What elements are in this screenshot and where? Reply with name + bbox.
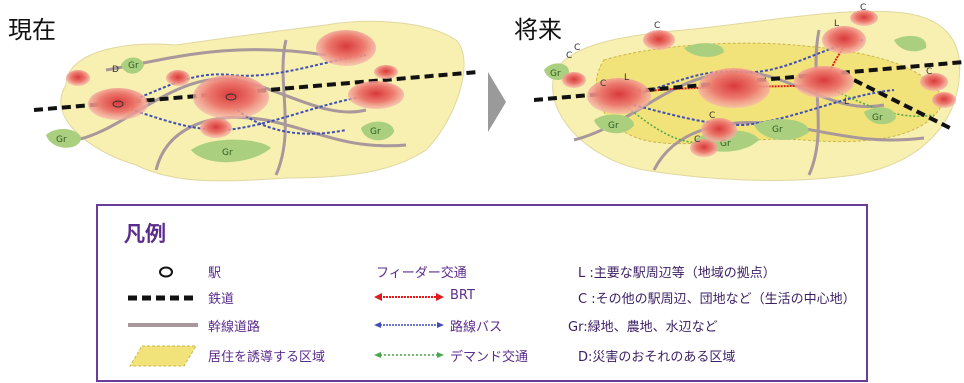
svg-text:Gr: Gr	[772, 125, 783, 135]
hub-area	[698, 68, 770, 108]
hub-label: L	[844, 97, 849, 107]
route-bus-line	[613, 89, 895, 127]
svg-text:Gr: Gr	[370, 127, 381, 137]
railway	[853, 78, 955, 132]
railway-icon	[128, 295, 198, 301]
green-area: Gr	[544, 63, 569, 81]
green-area: Gr	[594, 114, 634, 134]
svg-text:Gr: Gr	[56, 135, 67, 145]
green-area-label: Gr	[128, 61, 139, 71]
hub-area	[690, 139, 718, 157]
disaster-area-label: D	[112, 65, 119, 75]
trunk-road-icon	[128, 323, 198, 327]
center-label: C	[709, 111, 715, 121]
center-label: C	[860, 3, 866, 13]
legend-station-label: 駅	[208, 266, 222, 281]
hub-area	[822, 26, 866, 54]
current-map: Gr D Gr Gr Gr	[33, 20, 478, 182]
hub-label: L	[624, 73, 629, 83]
route-bus-line	[613, 39, 865, 101]
hub-area	[200, 118, 232, 138]
route-bus-arrow-icon	[374, 322, 444, 328]
trunk-road	[807, 29, 821, 176]
legend-trunk-road-label: 幹線道路	[208, 320, 261, 335]
legend-demand-label: デマンド交通	[450, 350, 529, 365]
hub-area	[587, 78, 651, 114]
hub-area	[701, 118, 737, 142]
demand-line	[833, 89, 935, 118]
legend-brt-label: BRT	[450, 288, 475, 303]
hub-area	[850, 10, 878, 26]
station-icon	[159, 266, 173, 278]
center-label: C	[574, 43, 580, 53]
legend-railway-label: 鉄道	[208, 292, 235, 307]
legend-route-bus-label: 路線バス	[450, 320, 503, 335]
hub-area	[920, 73, 948, 91]
green-area	[684, 43, 724, 57]
center-label: C	[654, 21, 660, 31]
residential-area	[595, 42, 945, 145]
svg-text:Gr: Gr	[550, 69, 561, 79]
legend-D-label: D:災害のおそれのある区域	[578, 350, 736, 365]
legend-C-label: C :その他の駅周辺、団地など（生活の中心地）	[578, 292, 856, 307]
green-area: Gr	[361, 121, 394, 141]
hub-area	[348, 81, 404, 109]
trunk-road	[274, 39, 288, 176]
hub-area	[932, 92, 956, 108]
svg-text:Gr: Gr	[872, 113, 883, 123]
green-area: Gr	[864, 107, 896, 125]
svg-text:Gr: Gr	[608, 121, 619, 131]
legend-box: 凡例 駅 鉄道 幹線道路 居住を誘導する区域 フィーダー交通 BRT 路線バス …	[96, 204, 868, 382]
hub-area	[66, 70, 90, 86]
hub-area	[88, 88, 148, 120]
brt-arrow-icon	[374, 293, 444, 301]
current-label: 現在	[8, 16, 56, 44]
hub-label: L	[834, 19, 839, 29]
green-area: Gr	[46, 128, 81, 148]
hub-area	[643, 30, 675, 50]
hub-area	[316, 30, 376, 66]
green-area: Gr	[121, 57, 144, 74]
trunk-road	[154, 115, 407, 171]
transition-arrow-icon	[488, 72, 506, 132]
future-map: Gr Gr Gr Gr Gr C C C C C C C C L L L	[534, 3, 964, 181]
legend-L-label: L :主要な駅周辺等（地域の拠点）	[578, 266, 776, 281]
green-area: Gr	[191, 139, 271, 163]
center-label: C	[566, 51, 572, 61]
green-area	[894, 35, 927, 52]
green-area: Gr	[754, 119, 809, 141]
future-label: 将来	[514, 16, 562, 44]
demand-arrow-icon	[374, 352, 444, 358]
legend-title: 凡例	[124, 222, 166, 246]
legend-residential-label: 居住を誘導する区域	[208, 350, 326, 365]
center-label: C	[694, 135, 700, 145]
legend-Gr-label: Gr:緑地、農地、水辺など	[568, 320, 718, 335]
svg-text:Gr: Gr	[720, 139, 731, 149]
hub-area	[193, 75, 269, 119]
hub-area	[794, 66, 854, 98]
route-bus-line	[225, 99, 347, 135]
hub-area	[374, 65, 398, 79]
hub-area	[166, 70, 190, 86]
residential-area-icon	[129, 345, 197, 367]
center-label: C	[600, 79, 606, 89]
center-label: C	[926, 67, 932, 77]
svg-text:Gr: Gr	[222, 148, 233, 158]
legend-feeder-label: フィーダー交通	[376, 266, 467, 281]
hub-area	[562, 72, 586, 88]
